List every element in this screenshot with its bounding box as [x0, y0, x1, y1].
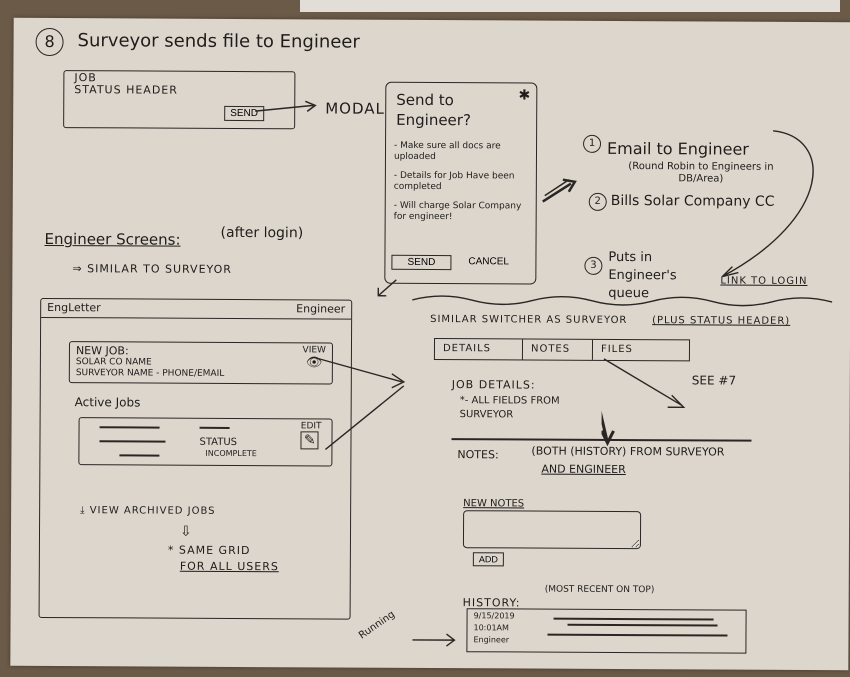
send-modal: ✱ Send to Engineer? - Make sure all docs…: [384, 81, 538, 285]
view-archived-label: View Archived Jobs: [89, 505, 216, 517]
arrow-icon: [601, 358, 686, 447]
view-archived-jobs-link[interactable]: ⤓ View Archived Jobs: [80, 505, 215, 517]
history-date: 9/15/2019: [473, 611, 515, 621]
arrow-icon: [255, 100, 317, 112]
placeholder-line: [199, 426, 230, 429]
engineer-screens-title: Engineer Screens:: [44, 229, 181, 249]
status-header-label: Status Header: [74, 83, 178, 97]
outcome-number: 1: [583, 134, 602, 153]
history-time: 10:01AM: [473, 623, 509, 633]
close-icon[interactable]: ✱: [518, 87, 531, 104]
arrow-icon: [412, 633, 456, 647]
new-notes-textarea[interactable]: [462, 510, 642, 550]
active-jobs-title: Active Jobs: [74, 395, 141, 410]
background-paper: [300, 0, 840, 12]
running-label: Running: [357, 609, 397, 642]
engineer-screens-subtitle: (after login): [220, 224, 304, 242]
arrow-icon: [377, 279, 397, 297]
modal-bullet: - Details for Job Have been completed: [393, 170, 515, 193]
notes-label: Notes:: [457, 448, 499, 462]
surveyor-contact: Surveyor Name - Phone/Email: [75, 368, 225, 379]
switcher-heading: Similar switcher as Surveyor: [430, 313, 628, 327]
job-details-title: Job Details:: [451, 378, 536, 392]
modal-send-button[interactable]: Send: [391, 254, 452, 271]
arrow-icon: [313, 356, 406, 450]
job-status-label: Status: [199, 436, 238, 448]
modal-bullet: - Will charge Solar Company for engineer…: [393, 200, 522, 223]
new-job-title: New Job:: [75, 344, 129, 358]
placeholder-line: [567, 623, 718, 627]
step-title: Surveyor sends file to Engineer: [77, 30, 360, 53]
history-list: 9/15/2019 10:01AM Engineer: [466, 608, 747, 654]
placeholder-line: [99, 426, 160, 429]
app-header: EngLetter Engineer: [41, 298, 352, 320]
app-brand: EngLetter: [47, 300, 101, 315]
user-menu[interactable]: Engineer: [296, 302, 346, 316]
history-author: Engineer: [473, 635, 510, 645]
link-to-login[interactable]: Link to login: [720, 275, 808, 287]
modal-label: Modal: [325, 99, 385, 118]
see-ref: See #7: [691, 373, 737, 388]
step-number-badge: 8: [35, 27, 64, 57]
archived-note-line2: for all users: [179, 559, 279, 574]
placeholder-line: [99, 440, 166, 443]
new-job-card[interactable]: New Job: Solar Co Name Surveyor Name - P…: [68, 341, 334, 385]
job-status-value: Incomplete: [205, 448, 257, 459]
notes-desc-line1: (Both (History) from Surveyor: [531, 444, 725, 459]
similar-to-surveyor-note: ⇒ Similar to Surveyor: [72, 262, 232, 276]
tab-details[interactable]: Details: [434, 339, 524, 360]
tab-notes[interactable]: Notes: [522, 339, 594, 360]
modal-cancel-button[interactable]: Cancel: [463, 255, 514, 268]
solar-co-name: Solar Co Name: [75, 357, 152, 368]
note-text: Similar to Surveyor: [87, 262, 232, 276]
modal-title-line2: Engineer?: [396, 110, 471, 130]
engineer-app-sketch: EngLetter Engineer New Job: Solar Co Nam…: [38, 297, 353, 620]
sketch-paper: 8 Surveyor sends file to Engineer Job St…: [10, 17, 850, 671]
active-job-row[interactable]: Status Incomplete Edit ✎: [78, 417, 333, 467]
curved-arrow-icon: [721, 130, 814, 278]
modal-bullet: - Make sure all docs are uploaded: [393, 140, 501, 163]
switcher-heading-extra: (Plus Status Header): [652, 315, 791, 327]
divider: [412, 295, 833, 307]
new-notes-label: New Notes: [463, 498, 525, 510]
notes-desc-line2: and Engineer: [541, 462, 626, 477]
job-details-note: *- All fields from Surveyor: [459, 395, 560, 421]
placeholder-line: [553, 617, 714, 620]
add-note-button[interactable]: Add: [472, 552, 504, 567]
outcome-number: 3: [584, 256, 603, 275]
history-note: (Most recent on top): [544, 584, 655, 596]
history-entry: 9/15/2019 10:01AM Engineer: [468, 609, 746, 644]
placeholder-line: [119, 454, 160, 457]
placeholder-line: [547, 633, 728, 637]
archived-note-line1: * Same grid: [167, 543, 251, 558]
modal-title-line1: Send to: [396, 90, 454, 110]
arrow-icon: [542, 178, 577, 203]
download-arrow-icon: ⤓: [80, 505, 90, 517]
down-arrow-icon: ⇩: [179, 523, 192, 540]
outcome-number: 2: [588, 192, 607, 211]
